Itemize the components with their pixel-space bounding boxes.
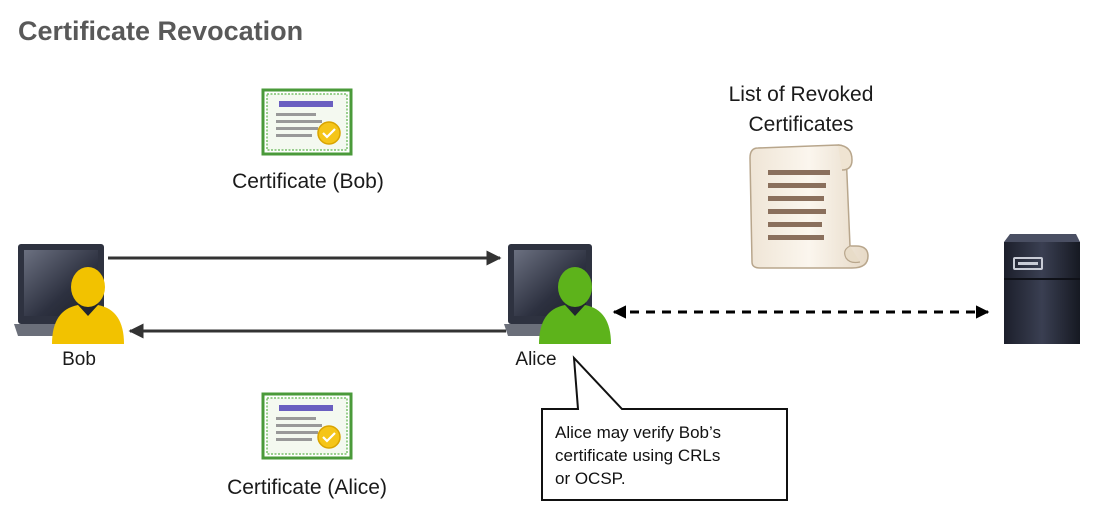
callout: Alice may verify Bob’s certificate using… bbox=[541, 355, 788, 501]
callout-line1: Alice may verify Bob’s bbox=[555, 423, 721, 442]
alice-label: Alice bbox=[515, 349, 556, 370]
person-icon bbox=[52, 267, 124, 344]
page-title: Certificate Revocation bbox=[18, 16, 303, 46]
person-icon bbox=[539, 267, 611, 344]
cert-alice-label: Certificate (Alice) bbox=[227, 476, 387, 499]
certificate-icon bbox=[261, 392, 353, 460]
callout-line3: or OCSP. bbox=[555, 469, 626, 488]
callout-line2: certificate using CRLs bbox=[555, 446, 720, 465]
certificate-icon bbox=[261, 88, 353, 156]
server-icon bbox=[1004, 234, 1080, 344]
revoked-list-label-line2: Certificates bbox=[748, 113, 853, 136]
bob-label: Bob bbox=[62, 349, 96, 370]
revoked-list-label-line1: List of Revoked bbox=[729, 83, 874, 106]
cert-bob-label: Certificate (Bob) bbox=[232, 170, 384, 193]
scroll-icon bbox=[749, 144, 869, 269]
